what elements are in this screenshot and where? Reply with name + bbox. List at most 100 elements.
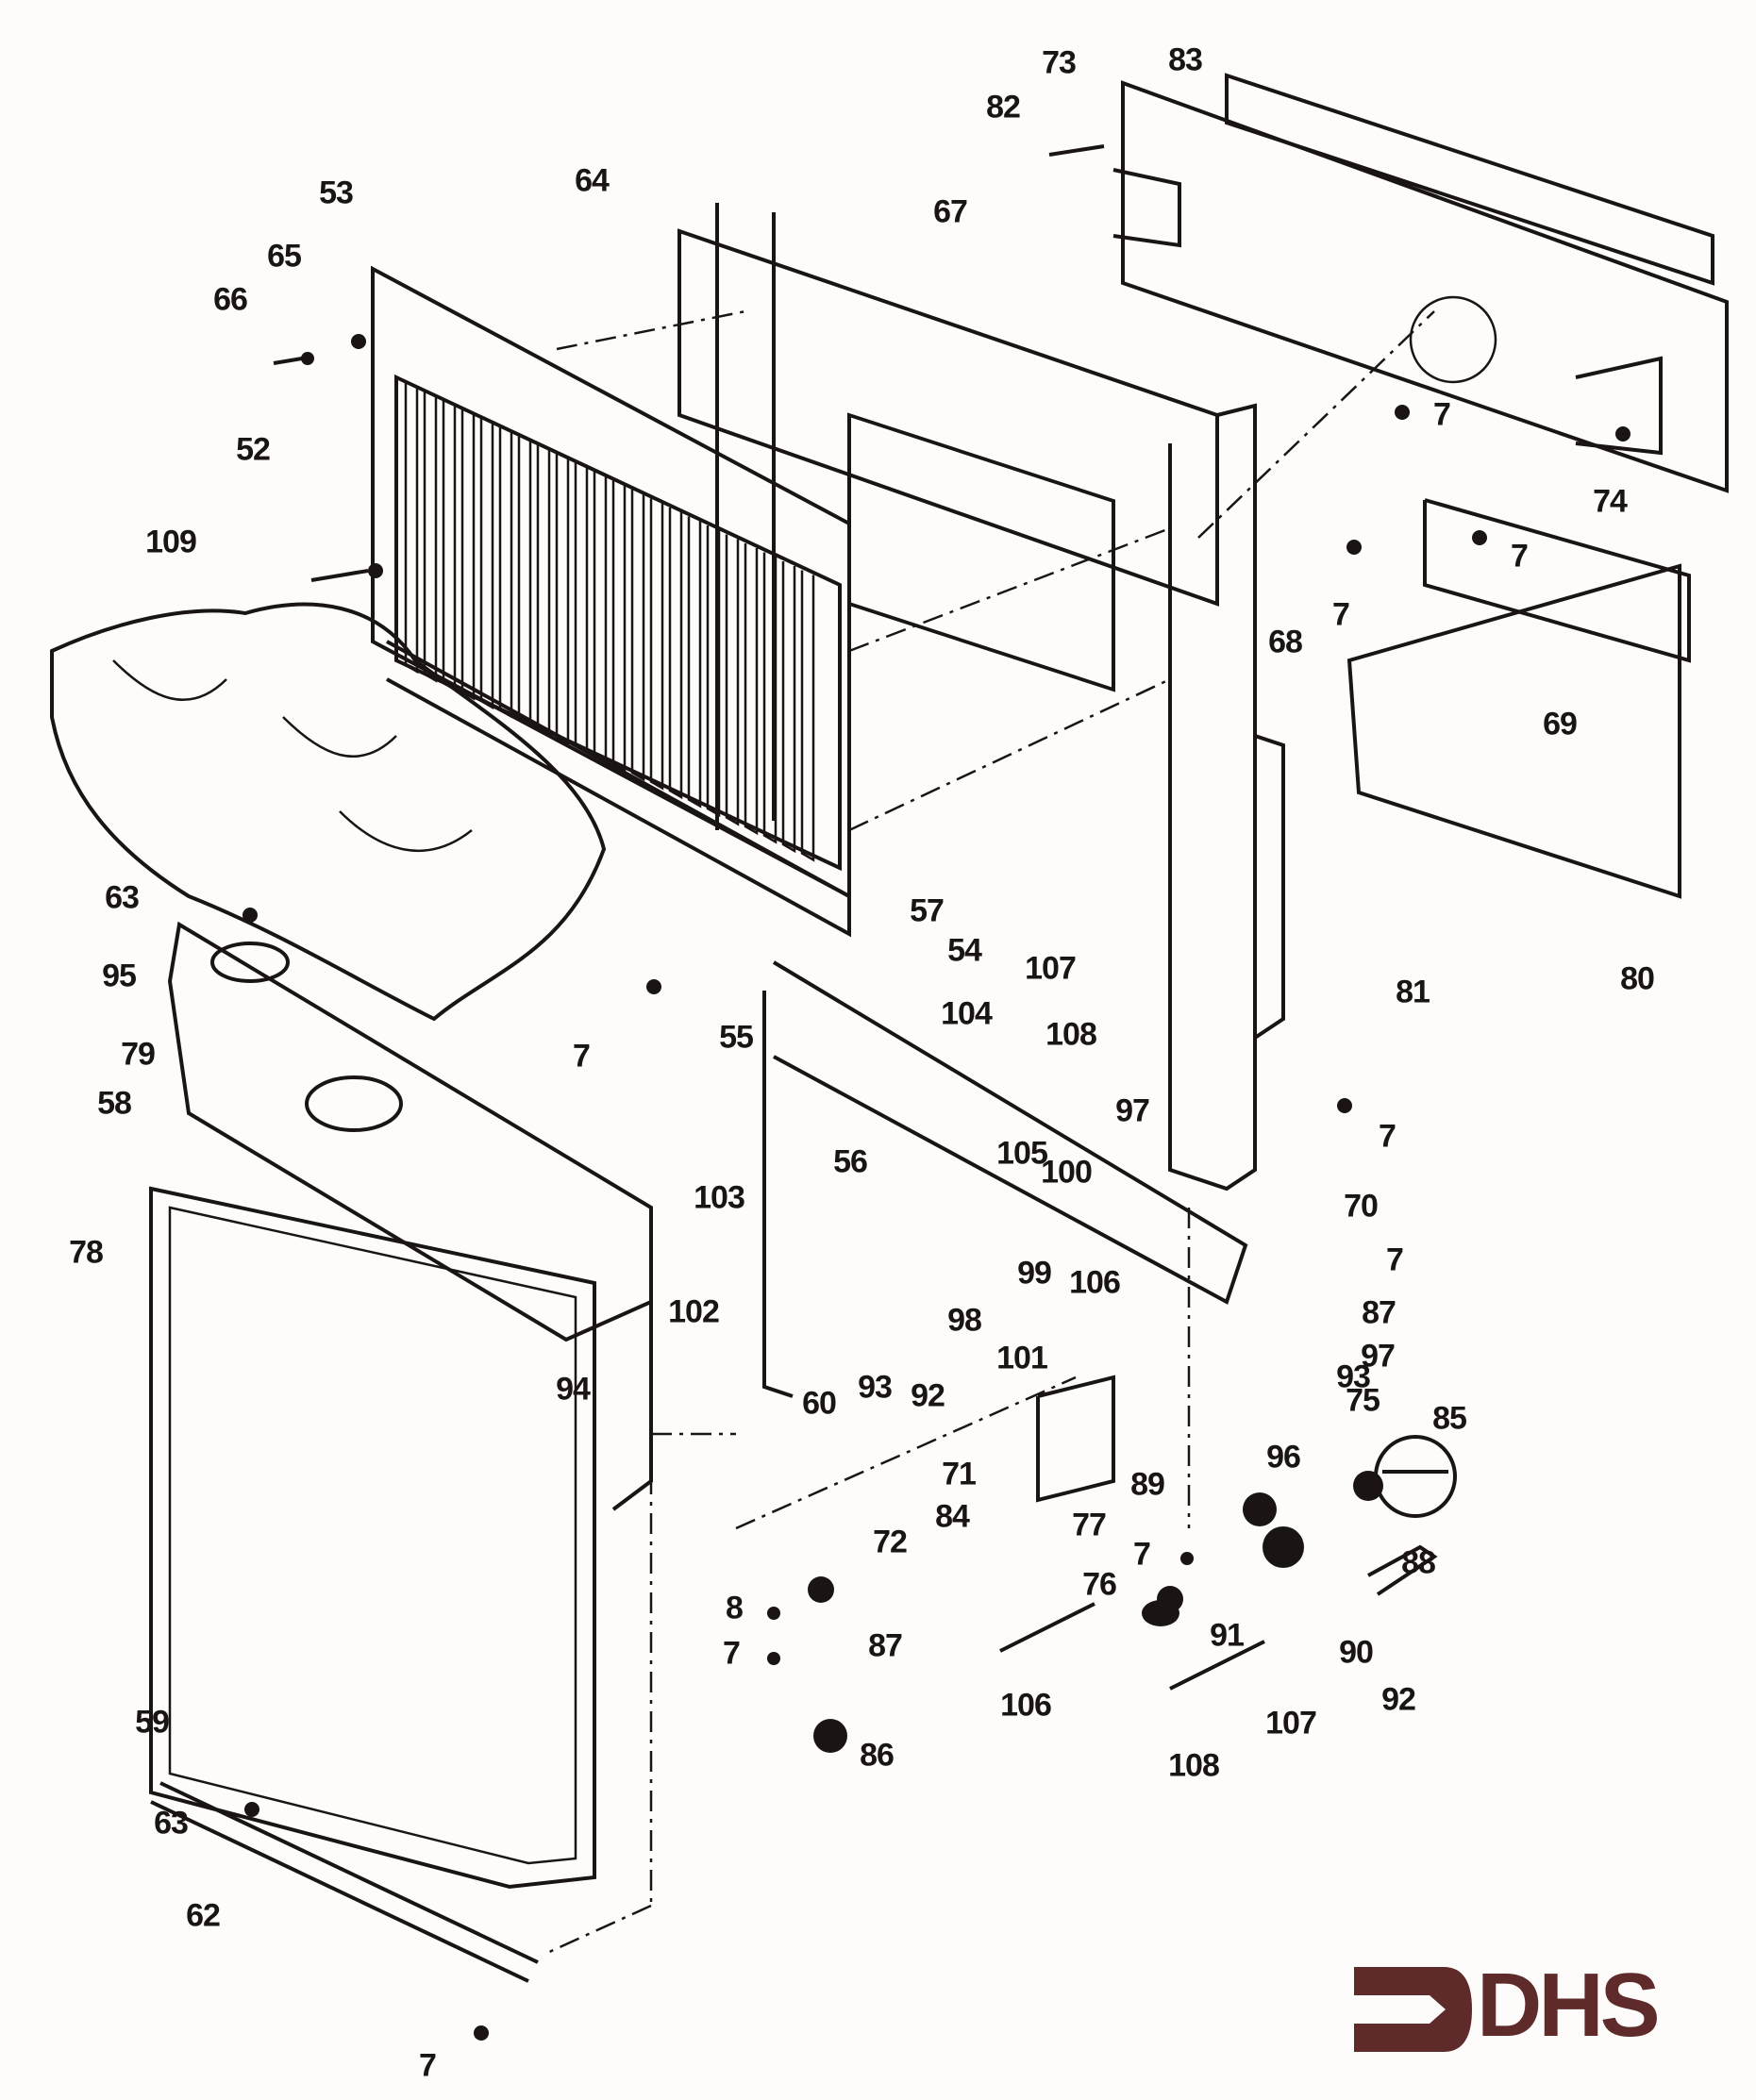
part-label-75: 75 (1346, 1382, 1380, 1419)
side-panel (1346, 498, 1691, 899)
part-label-79: 79 (121, 1036, 156, 1073)
part-label-84: 84 (935, 1498, 970, 1535)
part-label-96: 96 (1266, 1439, 1301, 1475)
part-label-92a: 92 (911, 1377, 945, 1414)
part-label-70: 70 (1344, 1188, 1379, 1225)
heat-exchanger-fin (706, 525, 721, 818)
part-label-68: 68 (1268, 624, 1303, 660)
part-label-93b: 93 (1336, 1358, 1371, 1395)
valve-assembly (808, 1375, 1457, 1753)
part-label-7d: 7 (1379, 1118, 1396, 1155)
part-label-74: 74 (1593, 483, 1628, 520)
heat-exchanger-fin (630, 490, 645, 782)
part-label-85: 85 (1432, 1400, 1467, 1437)
part-label-59: 59 (135, 1704, 170, 1741)
burner-tray (167, 921, 653, 1342)
part-label-89: 89 (1130, 1466, 1165, 1503)
front-panel (611, 960, 1248, 1511)
part-label-92b: 92 (1381, 1681, 1416, 1718)
heat-exchanger-fin (498, 426, 513, 719)
part-label-81: 81 (1396, 974, 1430, 1010)
heat-exchanger (371, 265, 851, 938)
part-label-62: 62 (186, 1897, 221, 1934)
part-label-7a: 7 (1433, 396, 1451, 433)
part-label-66: 66 (213, 281, 248, 318)
heat-exchanger-fin (460, 408, 476, 701)
part-label-93a: 93 (858, 1369, 893, 1406)
part-label-91: 91 (1210, 1617, 1245, 1654)
part-label-101: 101 (996, 1340, 1048, 1376)
heat-exchanger-fin (611, 480, 627, 773)
firebox-frame (677, 203, 1285, 1192)
part-label-7i: 7 (419, 2047, 437, 2084)
part-label-95: 95 (102, 958, 137, 994)
part-label-60: 60 (802, 1385, 837, 1422)
part-label-98: 98 (947, 1302, 982, 1339)
part-label-99: 99 (1017, 1255, 1052, 1292)
part-label-7h: 7 (723, 1635, 741, 1672)
part-label-77: 77 (1072, 1507, 1107, 1543)
part-label-97b: 97 (1361, 1338, 1396, 1375)
part-label-56: 56 (833, 1143, 868, 1180)
part-label-78: 78 (69, 1234, 104, 1271)
part-label-63a: 63 (105, 879, 140, 916)
part-label-57: 57 (910, 892, 945, 929)
part-label-64: 64 (575, 162, 610, 199)
heat-exchanger-fin (781, 561, 796, 854)
heat-exchanger-fin (725, 534, 740, 826)
part-label-80: 80 (1620, 960, 1655, 997)
logs (50, 602, 607, 1022)
part-label-88: 88 (1401, 1544, 1436, 1581)
heat-exchanger-fin (593, 472, 608, 764)
part-label-8: 8 (726, 1590, 744, 1626)
brand-name: DHS (1477, 1955, 1661, 2056)
part-label-97a: 97 (1115, 1092, 1150, 1129)
part-label-7f: 7 (1386, 1242, 1404, 1278)
heat-exchanger-fin (423, 391, 438, 683)
part-label-105: 105 (996, 1135, 1048, 1172)
part-label-106a: 106 (1069, 1264, 1121, 1301)
part-label-7b: 7 (1511, 538, 1529, 575)
part-label-106b: 106 (1000, 1687, 1052, 1724)
part-label-82: 82 (986, 89, 1021, 125)
part-label-55: 55 (719, 1019, 754, 1056)
part-label-67: 67 (933, 193, 968, 230)
part-label-108a: 108 (1045, 1016, 1097, 1053)
part-label-87b: 87 (868, 1627, 903, 1664)
heat-exchanger-fin (404, 382, 419, 675)
alignment-lines (546, 309, 1435, 1955)
part-label-52: 52 (236, 431, 271, 468)
heat-exchanger-fin (668, 508, 683, 800)
part-label-109: 109 (145, 524, 197, 560)
part-label-102: 102 (668, 1293, 720, 1330)
part-label-100: 100 (1041, 1154, 1093, 1191)
heat-exchanger-fin (574, 462, 589, 755)
part-label-90: 90 (1339, 1634, 1374, 1671)
part-label-54: 54 (947, 932, 982, 969)
part-label-69: 69 (1543, 706, 1578, 742)
part-label-58: 58 (97, 1085, 132, 1122)
glass-frame (149, 1186, 596, 1983)
part-label-7g: 7 (1133, 1536, 1151, 1573)
part-label-63b: 63 (154, 1805, 189, 1842)
part-label-71: 71 (942, 1456, 977, 1492)
part-label-7e: 7 (573, 1038, 591, 1075)
part-label-103: 103 (694, 1179, 745, 1216)
brand-logo: DHS (1340, 1958, 1698, 2057)
heat-exchanger-fin (555, 454, 570, 746)
fasteners (242, 144, 1631, 2041)
heat-exchanger-fin (479, 418, 494, 710)
part-label-76: 76 (1082, 1566, 1117, 1603)
part-label-53: 53 (319, 175, 354, 211)
heat-exchanger-fin (762, 552, 778, 844)
arrow-logo-icon (1354, 1967, 1472, 2052)
heat-exchanger-fin (744, 543, 759, 836)
part-label-87a: 87 (1362, 1294, 1396, 1331)
heat-exchanger-fin (687, 516, 702, 808)
back-panel (1112, 73, 1729, 493)
part-label-72: 72 (873, 1524, 908, 1560)
heat-exchanger-fin (649, 498, 664, 791)
heat-exchanger-fin (800, 570, 815, 862)
